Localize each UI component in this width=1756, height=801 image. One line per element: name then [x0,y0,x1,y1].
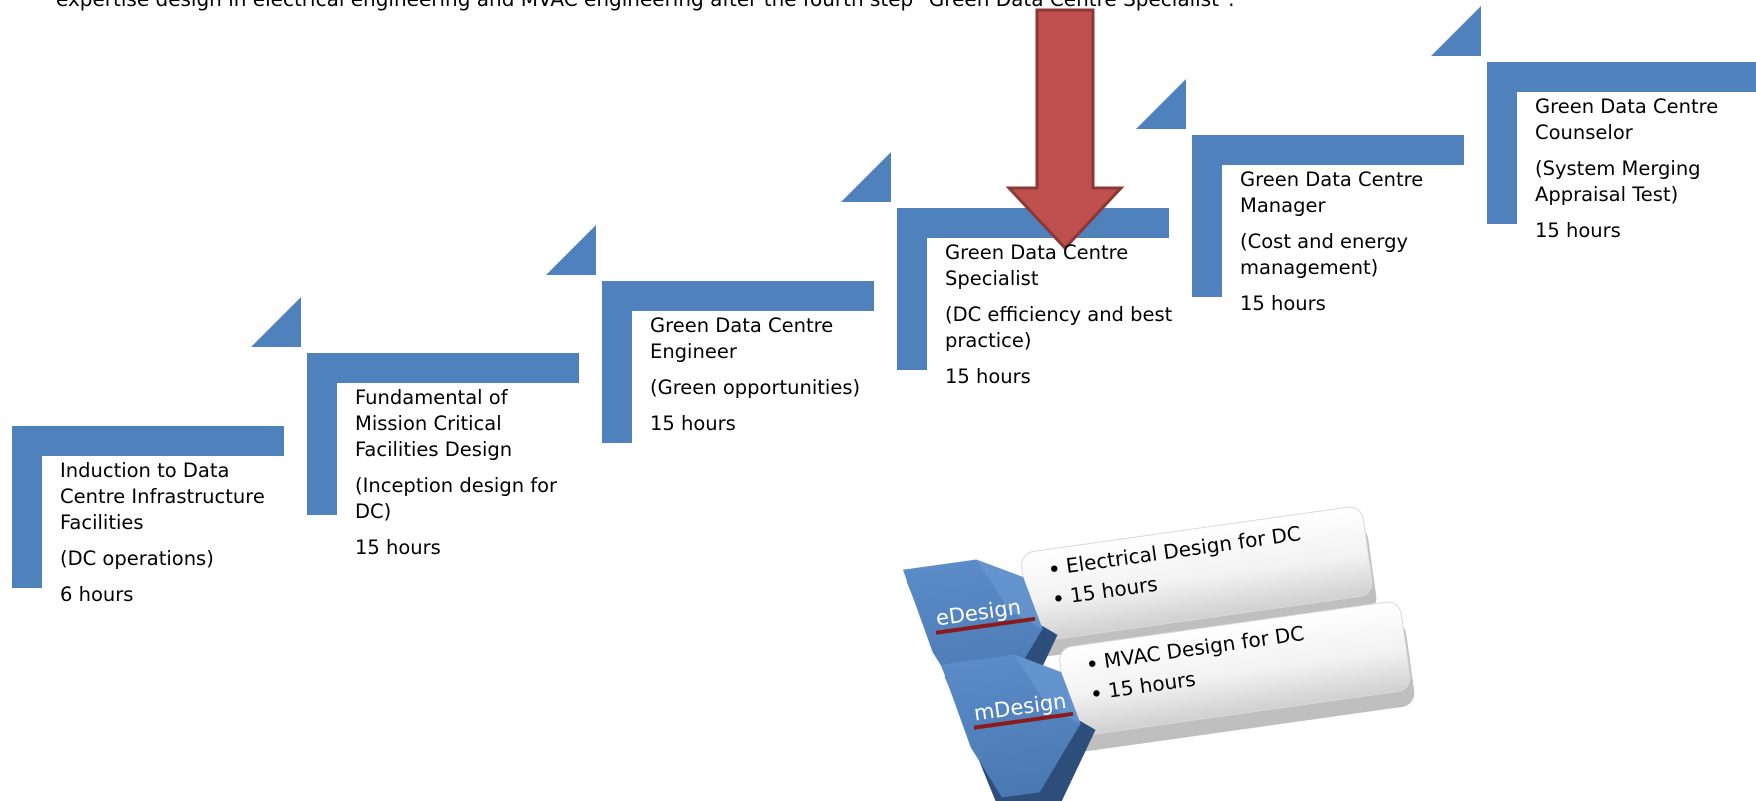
step-connector-triangle [1136,79,1186,129]
step-bracket-shape [602,281,874,443]
step-title: Green Data Centre [1535,95,1719,118]
step-subtitle: (Green opportunities) [650,376,861,399]
step-hours: 15 hours [355,536,441,559]
step-subtitle: Appraisal Test) [1535,183,1679,206]
step-6-bracket [1431,6,1756,224]
step-5-bracket [1136,79,1464,297]
step-subtitle: DC) [355,500,392,523]
step-1-bracket [12,426,284,588]
step-title: Green Data Centre [650,314,834,337]
step-title: Centre Infrastructure [60,485,265,508]
down-arrow-shape [1005,8,1125,251]
down-arrow-icon [1005,8,1125,251]
step-subtitle: practice) [945,329,1032,352]
step-title: Fundamental of [355,386,508,409]
step-bracket-shape [12,426,284,588]
step-title: Facilities Design [355,438,513,461]
step-subtitle: (DC efficiency and best [945,303,1173,326]
step-title: Mission Critical [355,412,502,435]
branch-label-underline [973,711,1074,730]
step-subtitle: (Cost and energy [1240,230,1408,253]
branch-chevron-facet [1014,654,1081,724]
step-hours: 15 hours [1535,219,1621,242]
step-title: Facilities [60,511,144,534]
header-text: expertise design in electrical engineeri… [56,0,1756,12]
branch-label-underline [935,616,1036,635]
branch-chevron-facet [976,559,1043,629]
bullet-dot-icon [1093,690,1100,697]
step-2-bracket [251,297,579,515]
step-title: Green Data Centre [1240,168,1424,191]
step-title: Green Data Centre [945,241,1129,264]
step-subtitle: (DC operations) [60,547,214,570]
step-hours: 15 hours [1240,292,1326,315]
step-hours: 6 hours [60,583,134,606]
bullet-dot-icon [1055,595,1062,602]
step-title: Manager [1240,194,1326,217]
step-connector-triangle [1431,6,1481,56]
step-subtitle: management) [1240,256,1379,279]
step-connector-triangle [546,225,596,275]
bullet-dot-icon [1089,660,1096,667]
step-title: Engineer [650,340,737,363]
step-subtitle: (Inception design for [355,474,558,497]
step-subtitle: (System Merging [1535,157,1701,180]
step-3-bracket [546,225,874,443]
step-title: Induction to Data [60,459,230,482]
step-hours: 15 hours [945,365,1031,388]
step-title: Specialist [945,267,1039,290]
step-4-bracket [841,152,1169,370]
step-connector-triangle [841,152,891,202]
step-hours: 15 hours [650,412,736,435]
step-bracket-shape [897,208,1169,370]
step-connector-triangle [251,297,301,347]
step-bracket-shape [1192,135,1464,297]
step-bracket-shape [307,353,579,515]
step-bracket-shape [1487,62,1756,224]
bullet-dot-icon [1051,565,1058,572]
step-title: Counselor [1535,121,1633,144]
